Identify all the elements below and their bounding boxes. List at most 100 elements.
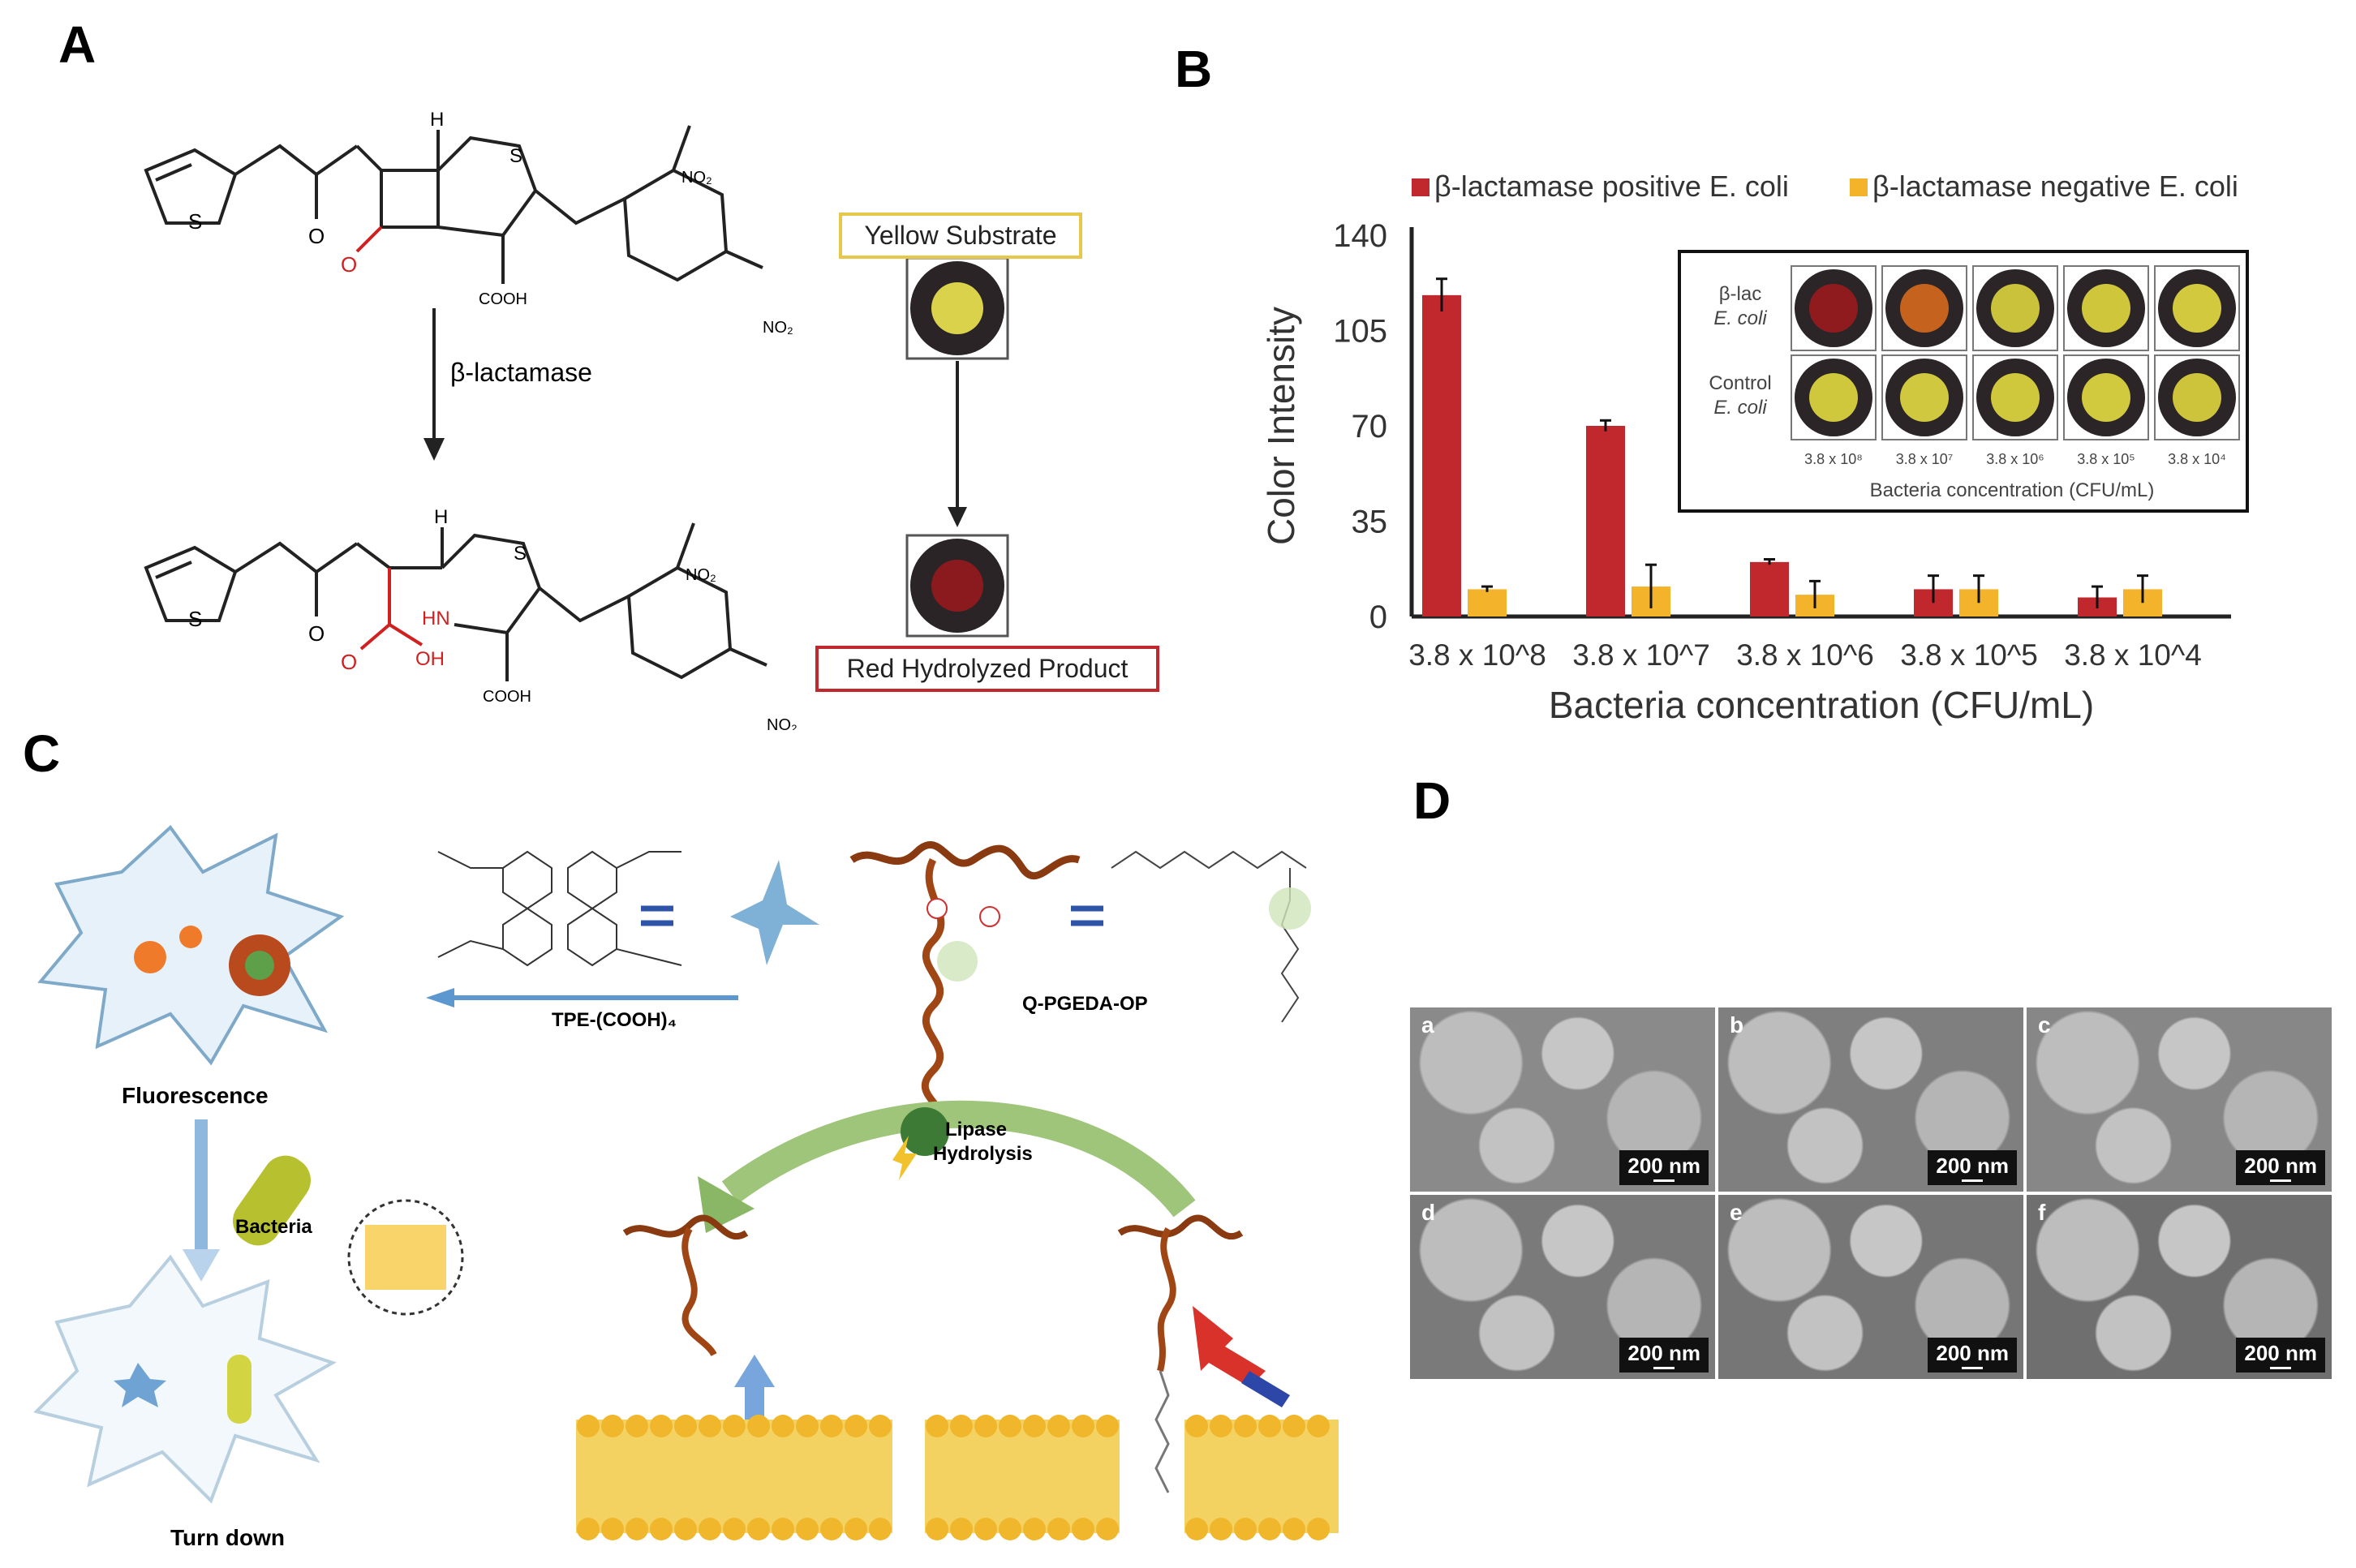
atom-s: S	[188, 209, 202, 234]
atom-h2: H	[434, 506, 448, 528]
inset-well-center	[1991, 284, 2040, 333]
inset-row-label: E. coli	[1713, 307, 1767, 329]
lipase-icon	[901, 1107, 949, 1156]
tpe-label: TPE-(COOH)₄	[552, 1009, 677, 1031]
atom-o-red2: O	[341, 650, 357, 674]
polymer-structure	[1111, 850, 1307, 870]
inset-well-center	[1900, 284, 1949, 333]
inset-axis-title: Bacteria concentration (CFU/mL)	[1870, 479, 2155, 501]
atom-s3: S	[188, 607, 202, 631]
atom-h: H	[430, 109, 444, 131]
tpe-structure	[437, 850, 682, 967]
scale-bar: 200 nm	[2236, 1150, 2325, 1185]
scale-bar: 200 nm	[1619, 1338, 1709, 1373]
y-tick-label: 0	[1369, 599, 1387, 635]
sem-image-b: b 200 nm	[1717, 1006, 2025, 1193]
panel-a-reaction-scheme: S O O H S COOH NO₂ NO₂ β-lactamase S O O…	[144, 109, 1009, 730]
turn-down-label: Turn down	[170, 1525, 285, 1550]
legend-swatch	[1412, 178, 1430, 196]
lipase-label: Lipase	[945, 1119, 1007, 1141]
inset-well-center	[1809, 284, 1858, 333]
atom-hn: HN	[422, 608, 450, 629]
lipase-cycle-arrow	[721, 1100, 1196, 1218]
reaction-arrow	[423, 308, 445, 461]
inset-well-center	[2082, 373, 2130, 422]
sem-image-e: e 200 nm	[1717, 1193, 2025, 1381]
scale-bar: 200 nm	[1619, 1150, 1709, 1185]
inset-well-center	[1900, 373, 1949, 422]
cell-star-quenched	[33, 1254, 337, 1504]
enzyme-label: β-lactamase	[450, 358, 592, 387]
no2-label-2: NO₂	[763, 319, 793, 337]
cooh-label-2: COOH	[483, 688, 531, 706]
substrate-molecule	[144, 125, 763, 284]
membrane-middle	[925, 1415, 1120, 1540]
atom-s2: S	[509, 145, 522, 167]
bar	[1468, 589, 1507, 616]
bacteria-rod-icon	[233, 1155, 311, 1246]
red-product-label: Red Hydrolyzed Product	[815, 646, 1159, 692]
push-arrow-icon	[1193, 1306, 1266, 1387]
x-tick-label: 3.8 x 10^6	[1736, 638, 1874, 672]
tpe-star-icon	[730, 860, 819, 965]
inset-row-label: β-lac	[1719, 283, 1761, 305]
inset-row-label: E. coli	[1713, 397, 1767, 419]
yellow-disc-center	[931, 282, 983, 334]
hydrolysis-label: Hydrolysis	[933, 1143, 1033, 1165]
x-tick-label: 3.8 x 10^4	[2064, 638, 2202, 672]
fluorescence-label: Fluorescence	[122, 1083, 269, 1108]
panel-label-c: C	[23, 724, 61, 783]
y-axis-title: Color Intensity	[1260, 307, 1302, 545]
legend-swatch	[1850, 178, 1868, 196]
inset-col-label: 3.8 x 10⁴	[2168, 451, 2226, 467]
no2-label-3: NO₂	[686, 566, 716, 584]
panel-label-d: D	[1413, 771, 1451, 830]
y-tick-label: 35	[1352, 505, 1388, 540]
x-tick-label: 3.8 x 10^5	[1900, 638, 2038, 672]
no2-label-1: NO₂	[681, 169, 712, 187]
x-tick-label: 3.8 x 10^8	[1408, 638, 1546, 672]
inset-well-center	[1991, 373, 2040, 422]
no2-label-4: NO₂	[767, 716, 798, 730]
panel-label-b: B	[1175, 40, 1213, 98]
turn-down-arrow	[195, 1119, 208, 1249]
sem-tag: e	[1730, 1200, 1743, 1225]
sem-tag: d	[1421, 1200, 1436, 1225]
scale-bar: 200 nm	[2236, 1338, 2325, 1373]
sem-tag: b	[1730, 1012, 1744, 1037]
y-tick-label: 70	[1352, 409, 1388, 445]
membrane-right	[1184, 1415, 1339, 1540]
y-tick-label: 105	[1333, 314, 1387, 350]
membrane-left	[576, 1415, 892, 1540]
sem-tag: c	[2038, 1012, 2051, 1037]
polymer-label: Q-PGEDA-OP	[1022, 993, 1148, 1015]
atom-o-red: O	[341, 252, 357, 277]
scale-bar: 200 nm	[1928, 1150, 2017, 1185]
atom-o2: O	[308, 621, 325, 646]
yellow-substrate-label: Yellow Substrate	[839, 213, 1082, 259]
panel-label-a: A	[58, 15, 97, 74]
sem-tag: a	[1421, 1012, 1434, 1037]
disc-arrow-head	[948, 507, 967, 527]
legend-label: β-lactamase negative E. coli	[1872, 170, 2238, 203]
atom-s4: S	[514, 543, 527, 565]
x-tick-label: 3.8 x 10^7	[1572, 638, 1710, 672]
inset-well-center	[2082, 284, 2130, 333]
panel-c-schematic: Fluorescence Bacteria Turn down TPE-(COO…	[33, 825, 1339, 1550]
inset-well-center	[2173, 284, 2221, 333]
inset-well-center	[1809, 373, 1858, 422]
inset-col-label: 3.8 x 10⁸	[1804, 451, 1863, 467]
bacteria-label: Bacteria	[235, 1216, 312, 1238]
atom-o: O	[308, 224, 325, 248]
inset-row-label: Control	[1709, 372, 1771, 394]
scale-bar: 200 nm	[1928, 1338, 2017, 1373]
y-tick-label: 140	[1333, 218, 1387, 254]
red-disc-center	[931, 560, 983, 612]
lightning-icon	[892, 1136, 917, 1180]
sem-image-d: d 200 nm	[1408, 1193, 1717, 1381]
sem-image-a: a 200 nm	[1408, 1006, 1717, 1193]
release-arrow-icon	[734, 1355, 775, 1420]
